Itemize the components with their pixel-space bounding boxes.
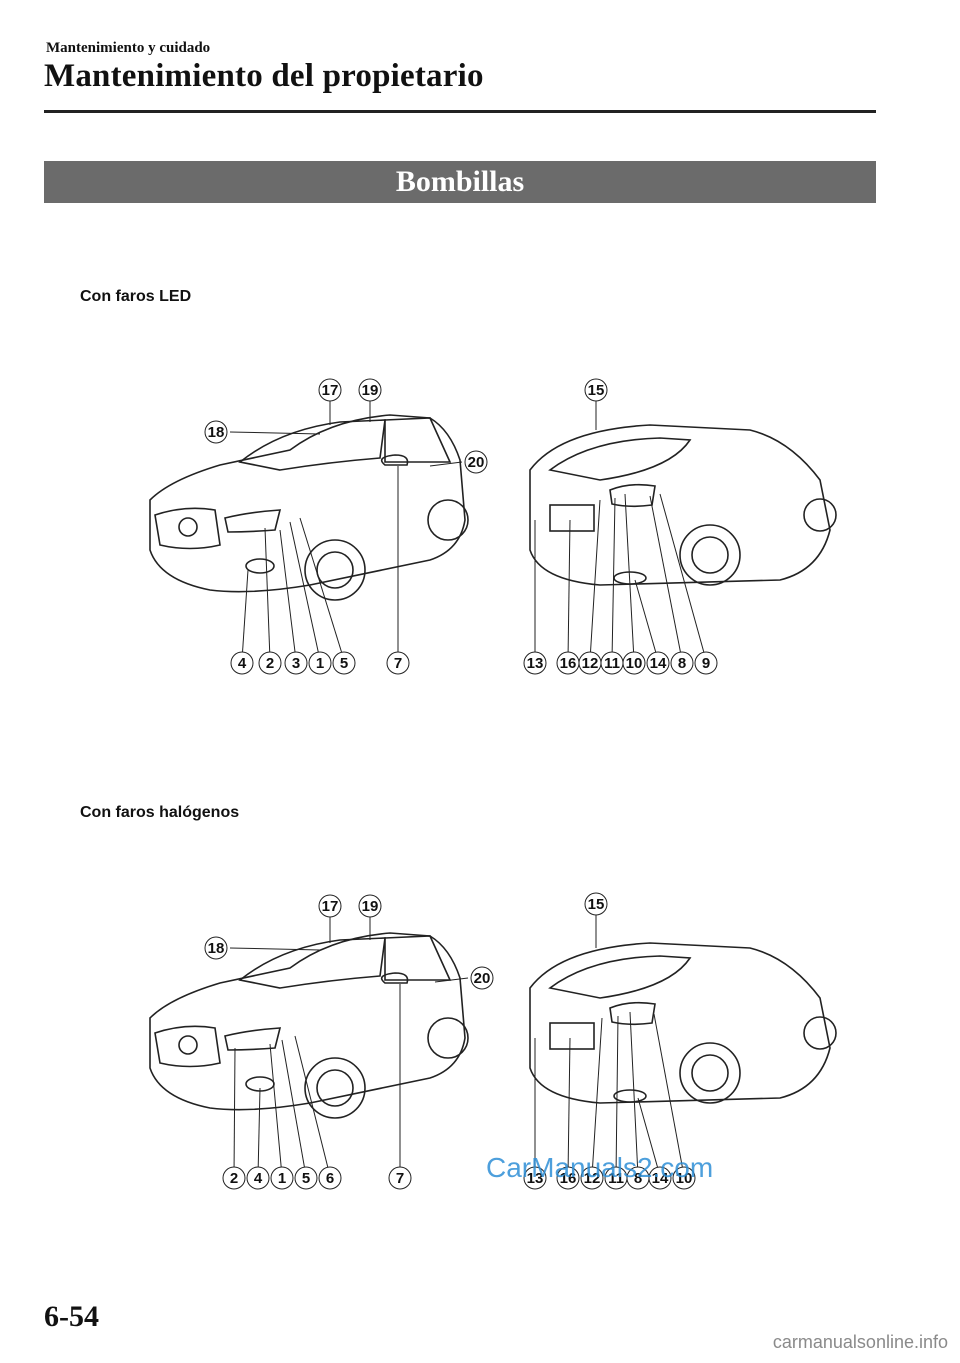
callout-number: 5 (302, 1170, 310, 1187)
callout-marker: 5 (332, 651, 356, 675)
running-head: Mantenimiento y cuidado (46, 40, 211, 56)
callout-marker: 4 (230, 651, 254, 675)
callout-marker: 10 (622, 651, 646, 675)
callout-number: 19 (362, 898, 379, 915)
callout-number: 11 (604, 655, 620, 672)
callout-marker: 8 (626, 1166, 650, 1190)
callout-marker: 4 (246, 1166, 270, 1190)
figure-1-label: Con faros LED (80, 288, 192, 305)
leader-lines-1 (229, 398, 707, 661)
callout-marker: 6 (318, 1166, 342, 1190)
page-number: 6-54 (44, 1300, 99, 1333)
callout-marker: 16 (556, 651, 580, 675)
site-watermark: carmanualsonline.info (772, 1332, 948, 1352)
callout-number: 5 (340, 655, 348, 672)
callout-number: 15 (588, 896, 605, 913)
callout-number: 8 (678, 655, 686, 672)
callout-marker: 19 (358, 894, 382, 918)
callout-marker: 12 (578, 651, 602, 675)
callout-marker: 8 (670, 651, 694, 675)
callout-number: 18 (208, 940, 225, 957)
callout-number: 12 (584, 1170, 601, 1187)
callout-marker: 14 (648, 1166, 672, 1190)
callout-number: 4 (254, 1170, 263, 1187)
callout-marker: 17 (318, 894, 342, 918)
callout-number: 7 (394, 655, 402, 672)
callout-marker: 14 (646, 651, 670, 675)
callout-number: 10 (626, 655, 643, 672)
callout-number: 20 (474, 970, 491, 987)
title-rule (44, 110, 876, 113)
front-callouts-1: 4 2 3 1 5 7 17 19 18 20 (204, 378, 488, 675)
callout-number: 17 (322, 382, 339, 399)
callout-number: 2 (266, 655, 274, 672)
callout-marker: 15 (584, 378, 608, 402)
callout-marker: 20 (464, 450, 488, 474)
callout-number: 7 (396, 1170, 404, 1187)
callout-marker: 13 (523, 651, 547, 675)
rear-car-drawing-2 (529, 942, 837, 1104)
callout-number: 11 (608, 1170, 624, 1187)
front-callouts-2: 2 4 1 5 6 7 17 19 18 20 (204, 894, 494, 1190)
front-car-drawing-2 (149, 932, 469, 1119)
callout-number: 14 (650, 655, 667, 672)
figure-1-illustration: 4 2 3 1 5 7 17 19 18 20 13 16 12 11 10 1… (149, 378, 837, 675)
callout-marker: 12 (580, 1166, 604, 1190)
callout-number: 18 (208, 424, 225, 441)
rear-car-drawing-1 (529, 424, 837, 586)
callout-number: 13 (527, 655, 544, 672)
callout-marker: 18 (204, 936, 228, 960)
callout-number: 10 (676, 1170, 693, 1187)
callout-marker: 16 (556, 1166, 580, 1190)
callout-number: 17 (322, 898, 339, 915)
callout-marker: 13 (523, 1166, 547, 1190)
callout-marker: 2 (258, 651, 282, 675)
callout-number: 13 (527, 1170, 544, 1187)
callout-marker: 19 (358, 378, 382, 402)
leader-lines-2 (229, 914, 685, 1177)
callout-number: 1 (316, 655, 324, 672)
callout-number: 19 (362, 382, 379, 399)
callout-number: 16 (560, 1170, 577, 1187)
callout-marker: 11 (600, 651, 624, 675)
rear-callouts-2: 13 16 12 11 8 14 10 15 (523, 892, 696, 1190)
callout-marker: 3 (284, 651, 308, 675)
callout-number: 2 (230, 1170, 238, 1187)
section-title: Bombillas (44, 161, 876, 203)
callout-marker: 5 (294, 1166, 318, 1190)
callout-marker: 20 (470, 966, 494, 990)
front-car-drawing-1 (149, 414, 469, 601)
callout-marker: 7 (386, 651, 410, 675)
callout-marker: 11 (604, 1166, 628, 1190)
callout-number: 3 (292, 655, 300, 672)
callout-number: 8 (634, 1170, 642, 1187)
callout-marker: 1 (308, 651, 332, 675)
callout-number: 20 (468, 454, 485, 471)
callout-number: 16 (560, 655, 577, 672)
figure-2-illustration: 2 4 1 5 6 7 17 19 18 20 13 16 12 11 8 14… (149, 892, 837, 1190)
callout-marker: 2 (222, 1166, 246, 1190)
callout-number: 15 (588, 382, 605, 399)
watermark: CarManuals2.com (486, 1152, 714, 1183)
callout-marker: 10 (672, 1166, 696, 1190)
callout-marker: 18 (204, 420, 228, 444)
callout-number: 14 (652, 1170, 669, 1187)
figure-2-label: Con faros halógenos (80, 804, 240, 821)
callout-number: 4 (238, 655, 247, 672)
callout-number: 6 (326, 1170, 334, 1187)
rear-callouts-1: 13 16 12 11 10 14 8 9 15 (523, 378, 718, 675)
callout-number: 12 (582, 655, 599, 672)
callout-marker: 1 (270, 1166, 294, 1190)
callout-marker: 9 (694, 651, 718, 675)
callout-marker: 17 (318, 378, 342, 402)
callout-number: 1 (278, 1170, 286, 1187)
chapter-title: Mantenimiento del propietario (44, 58, 484, 94)
callout-marker: 7 (388, 1166, 412, 1190)
callout-marker: 15 (584, 892, 608, 916)
callout-number: 9 (702, 655, 710, 672)
